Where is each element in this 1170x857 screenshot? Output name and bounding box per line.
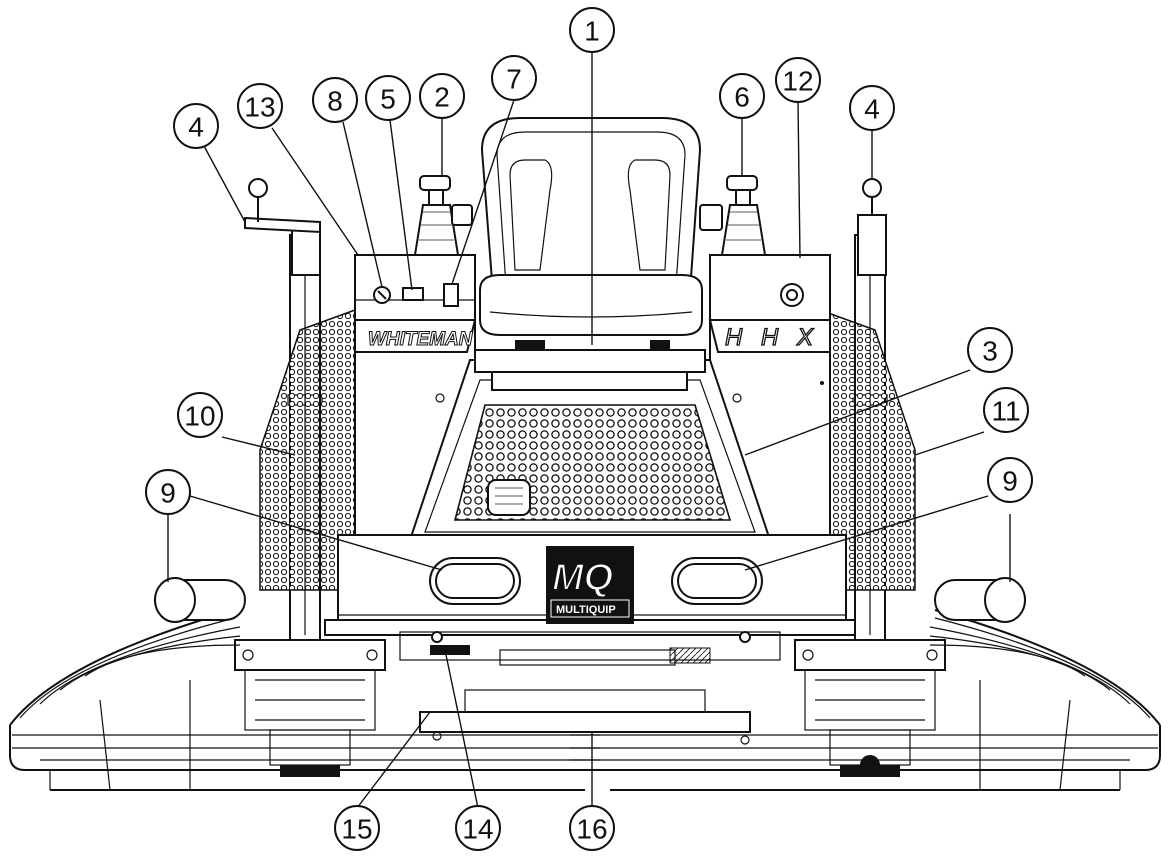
callout-6: 6: [719, 73, 765, 119]
right-work-light-icon: [671, 557, 763, 605]
left-joystick-icon[interactable]: [413, 175, 473, 256]
left-rotor-assembly: [234, 639, 386, 777]
toggle-switch-icon[interactable]: [443, 283, 459, 307]
svg-text:8: 8: [327, 86, 343, 117]
svg-text:2: 2: [434, 82, 450, 113]
svg-text:1: 1: [584, 16, 600, 47]
callout-7: 7: [491, 55, 537, 101]
callout-4-right: 4: [849, 85, 895, 131]
foot-pedal-icon[interactable]: [487, 479, 531, 516]
svg-text:13: 13: [244, 92, 275, 123]
right-control-pod: [708, 254, 831, 353]
svg-text:4: 4: [864, 94, 880, 125]
callout-10: 10: [177, 392, 223, 438]
callout-8: 8: [312, 77, 358, 123]
right-side-light-icon: [934, 577, 1026, 623]
svg-text:12: 12: [782, 66, 813, 97]
callout-13: 13: [237, 83, 283, 129]
svg-text:14: 14: [462, 814, 493, 845]
left-pitch-crank-icon[interactable]: [244, 178, 321, 276]
callout-15: 15: [334, 805, 380, 851]
brand-panel-text: WHITEMAN: [368, 329, 474, 350]
svg-text:6: 6: [734, 82, 750, 113]
right-joystick-icon[interactable]: [699, 175, 767, 256]
multiquip-logo: MQ MULTIQUIP: [546, 546, 634, 624]
callout-14: 14: [455, 805, 501, 851]
leader-lines: [167, 50, 1011, 809]
svg-text:4: 4: [188, 112, 204, 143]
callout-9-left: 9: [145, 469, 191, 515]
callout-5: 5: [365, 75, 411, 121]
svg-text:9: 9: [1002, 466, 1018, 497]
svg-text:11: 11: [991, 396, 1020, 427]
svg-text:7: 7: [506, 64, 522, 95]
callout-12: 12: [775, 57, 821, 103]
left-work-light-icon: [429, 557, 521, 605]
guard-rings: [9, 609, 1161, 791]
callout-1: 1: [569, 7, 615, 53]
svg-text:10: 10: [184, 401, 215, 432]
right-rotor-assembly: [794, 639, 946, 777]
callout-2: 2: [419, 73, 465, 119]
pitch-control-knob-icon[interactable]: [780, 283, 804, 307]
callout-16: 16: [569, 805, 615, 851]
drive-linkage: [399, 631, 781, 666]
hour-meter-icon: [402, 287, 424, 301]
svg-text:5: 5: [380, 84, 396, 115]
left-side-light-icon: [154, 577, 246, 623]
svg-text:MQ: MQ: [552, 557, 613, 599]
svg-text:9: 9: [160, 478, 176, 509]
callout-9-right: 9: [987, 457, 1033, 503]
svg-text:15: 15: [341, 814, 372, 845]
operator-seat: [474, 117, 706, 391]
right-pitch-crank-icon[interactable]: [857, 178, 887, 276]
callout-3: 3: [967, 327, 1013, 373]
svg-text:MULTIQUIP: MULTIQUIP: [556, 604, 616, 616]
model-panel-text: H H X: [725, 324, 819, 351]
ignition-key-icon[interactable]: [373, 286, 391, 304]
svg-text:3: 3: [982, 336, 998, 367]
callout-4-left: 4: [173, 103, 219, 149]
svg-text:16: 16: [576, 814, 607, 845]
callout-11: 11: [983, 387, 1029, 433]
